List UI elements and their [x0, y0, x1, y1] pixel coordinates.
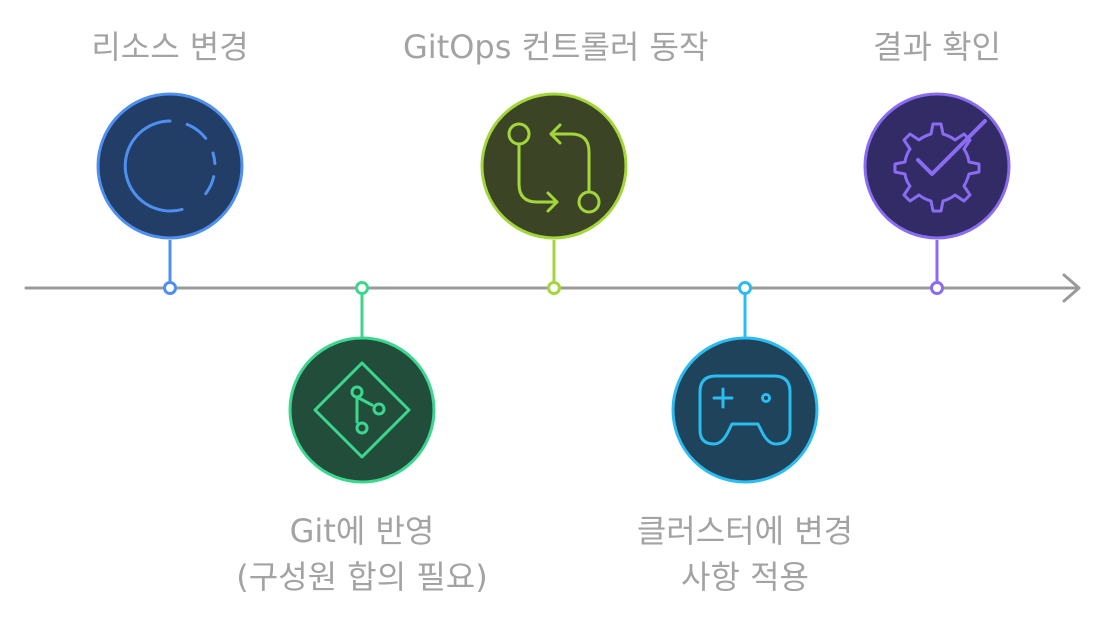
step-3-node [480, 92, 628, 240]
step-5-label: 결과 확인 [787, 24, 1087, 70]
step-5 [863, 92, 1011, 295]
step-2-node [288, 336, 436, 484]
step-3-label-line-1: GitOps 컨트롤러 동작 [403, 28, 709, 66]
step-2-marker [355, 281, 369, 295]
step-3 [480, 92, 628, 295]
gear-check-icon [893, 119, 987, 213]
sync-arrows-icon [507, 122, 601, 214]
step-5-marker [930, 281, 944, 295]
step-1-marker [163, 281, 177, 295]
step-1-label: 리소스 변경 [20, 24, 320, 70]
step-2-label-line-1: Git에 반영 [289, 512, 435, 550]
step-4-label: 클러스터에 변경 사항 적용 [595, 508, 895, 600]
step-3-marker [547, 281, 561, 295]
git-branch-icon [313, 361, 411, 459]
step-1 [96, 92, 244, 295]
step-4-node [671, 336, 819, 484]
step-4-label-line-2: 사항 적용 [681, 558, 809, 596]
step-3-label: GitOps 컨트롤러 동작 [403, 24, 709, 70]
step-1-label-line-1: 리소스 변경 [91, 28, 249, 66]
step-2 [288, 281, 436, 484]
step-2-label-line-2: (구성원 합의 필요) [236, 558, 488, 596]
step-5-node [863, 92, 1011, 240]
step-5-label-line-1: 결과 확인 [873, 28, 1001, 66]
dashed-circle-icon [123, 119, 217, 213]
step-2-label: Git에 반영 (구성원 합의 필요) [212, 508, 512, 600]
step-1-node [96, 92, 244, 240]
step-4 [671, 281, 819, 484]
step-4-marker [738, 281, 752, 295]
timeline-arrowhead [1062, 273, 1081, 303]
step-4-label-line-1: 클러스터에 변경 [636, 512, 854, 550]
gamepad-icon [698, 374, 792, 446]
